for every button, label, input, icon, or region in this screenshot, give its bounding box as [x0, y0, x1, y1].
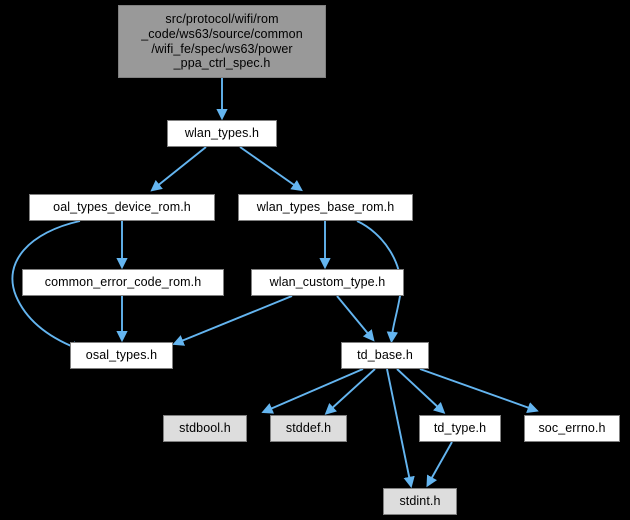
node-common_error_code_rom[interactable]: common_error_code_rom.h	[22, 269, 224, 296]
node-label-oal_types_device_rom: oal_types_device_rom.h	[53, 200, 191, 215]
node-label-wlan_custom_type: wlan_custom_type.h	[269, 275, 386, 290]
edge-td_base-to-stdbool	[261, 368, 364, 414]
node-td_base[interactable]: td_base.h	[341, 342, 429, 369]
node-wlan_types_base_rom[interactable]: wlan_types_base_rom.h	[238, 194, 413, 221]
node-td_type[interactable]: td_type.h	[419, 415, 501, 442]
edge-td_base-to-soc_errno	[419, 368, 539, 413]
node-wlan_types[interactable]: wlan_types.h	[167, 120, 277, 147]
node-stdbool[interactable]: stdbool.h	[163, 415, 247, 442]
node-root[interactable]: src/protocol/wifi/rom _code/ws63/source/…	[118, 5, 326, 78]
edge-td_base-to-stdint	[386, 368, 415, 489]
node-label-stdbool: stdbool.h	[179, 421, 231, 436]
node-label-td_type: td_type.h	[433, 421, 487, 436]
node-label-wlan_types: wlan_types.h	[184, 126, 260, 141]
edge-wlan_types-to-oal_types_device_rom	[150, 146, 207, 192]
edges-group	[11, 78, 539, 489]
node-label-td_base: td_base.h	[357, 348, 413, 363]
node-label-stddef: stddef.h	[285, 421, 332, 436]
node-osal_types[interactable]: osal_types.h	[70, 342, 173, 369]
edge-wlan_custom_type-to-td_base	[336, 295, 375, 342]
edge-oal_types_device_rom-to-osal_types	[11, 220, 83, 352]
node-soc_errno[interactable]: soc_errno.h	[524, 415, 620, 442]
node-label-stdint: stdint.h	[399, 494, 441, 509]
node-stdint[interactable]: stdint.h	[383, 488, 457, 515]
node-label-osal_types: osal_types.h	[85, 348, 158, 363]
node-label-wlan_types_base_rom: wlan_types_base_rom.h	[256, 200, 395, 215]
edge-td_base-to-stddef	[324, 368, 376, 415]
edge-wlan_custom_type-to-osal_types	[172, 295, 293, 346]
node-wlan_custom_type[interactable]: wlan_custom_type.h	[251, 269, 404, 296]
node-oal_types_device_rom[interactable]: oal_types_device_rom.h	[29, 194, 215, 221]
node-label-common_error_code_rom: common_error_code_rom.h	[44, 275, 202, 290]
edge-td_base-to-td_type	[396, 368, 446, 414]
node-label-root: src/protocol/wifi/rom _code/ws63/source/…	[141, 12, 303, 71]
edge-td_type-to-stdint	[426, 441, 453, 488]
node-label-soc_errno: soc_errno.h	[538, 421, 606, 436]
node-stddef[interactable]: stddef.h	[270, 415, 347, 442]
edge-wlan_types-to-wlan_types_base_rom	[239, 146, 303, 192]
